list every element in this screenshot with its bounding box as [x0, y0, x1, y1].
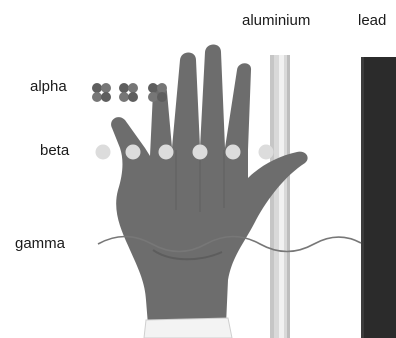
beta-particle — [226, 145, 241, 160]
aluminium-label: aluminium — [242, 13, 310, 28]
beta-particle — [126, 145, 141, 160]
beta-particle — [193, 145, 208, 160]
aluminium-sheet — [270, 55, 290, 338]
lead-label: lead — [358, 13, 386, 28]
sleeve-cuff — [144, 318, 232, 338]
beta-particle — [96, 145, 111, 160]
alpha-particle — [92, 83, 111, 102]
alpha-label: alpha — [30, 79, 67, 94]
gamma-label: gamma — [15, 236, 65, 251]
beta-particle — [159, 145, 174, 160]
lead-block — [361, 57, 396, 338]
alpha-particle — [119, 83, 138, 102]
beta-particle — [259, 145, 274, 160]
beta-label: beta — [40, 143, 69, 158]
